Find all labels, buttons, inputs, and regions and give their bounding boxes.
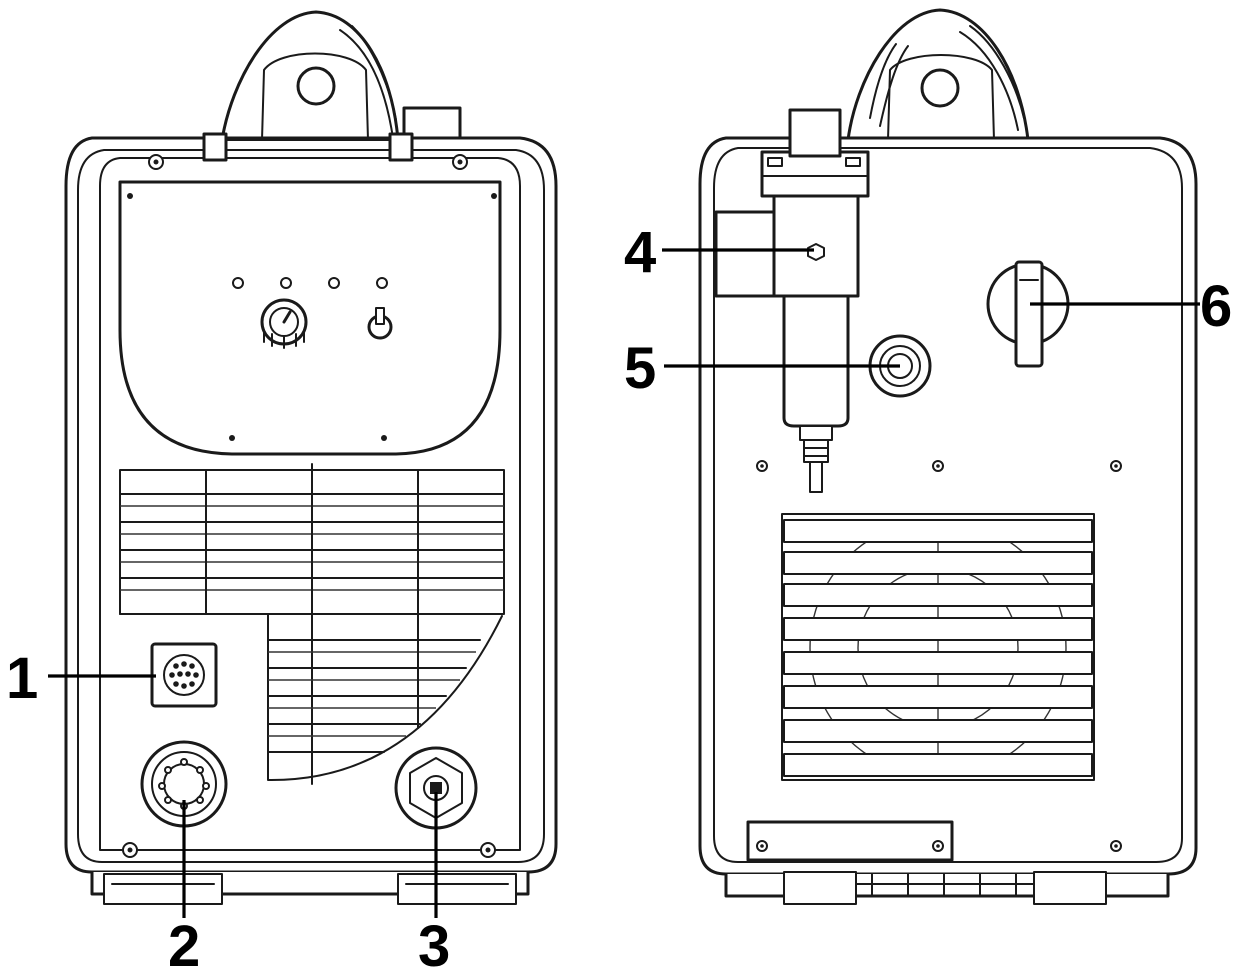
- callout-1: 1: [6, 646, 156, 711]
- ground-terminal: [394, 746, 478, 830]
- callout-2-label: 2: [168, 914, 200, 971]
- air-filter-regulator: [714, 108, 860, 493]
- callout-5: 5: [624, 336, 900, 401]
- front-vent-grille-upper: [119, 463, 505, 785]
- control-socket: [150, 642, 218, 708]
- main-power-switch: [986, 260, 1070, 368]
- front-vent-grille-lower: [267, 613, 481, 753]
- callout-6: 6: [1030, 274, 1232, 339]
- callout-6-label: 6: [1200, 274, 1232, 339]
- control-panel: [118, 180, 502, 456]
- front-view-unit: [64, 10, 558, 905]
- callout-1-label: 1: [6, 646, 38, 711]
- callout-3: 3: [418, 792, 450, 971]
- toggle-switch: [367, 307, 393, 340]
- callout-3-label: 3: [418, 914, 450, 971]
- rear-fan-grille: [781, 513, 1095, 781]
- rear-view-unit: [698, 8, 1198, 905]
- rear-carry-handle: [846, 8, 1030, 142]
- callout-4-label: 4: [624, 220, 656, 285]
- callout-5-label: 5: [624, 336, 656, 401]
- front-carry-handle: [220, 10, 400, 142]
- callout-4: 4: [624, 220, 814, 285]
- adjustment-knob: [260, 298, 308, 349]
- callout-2: 2: [168, 800, 200, 971]
